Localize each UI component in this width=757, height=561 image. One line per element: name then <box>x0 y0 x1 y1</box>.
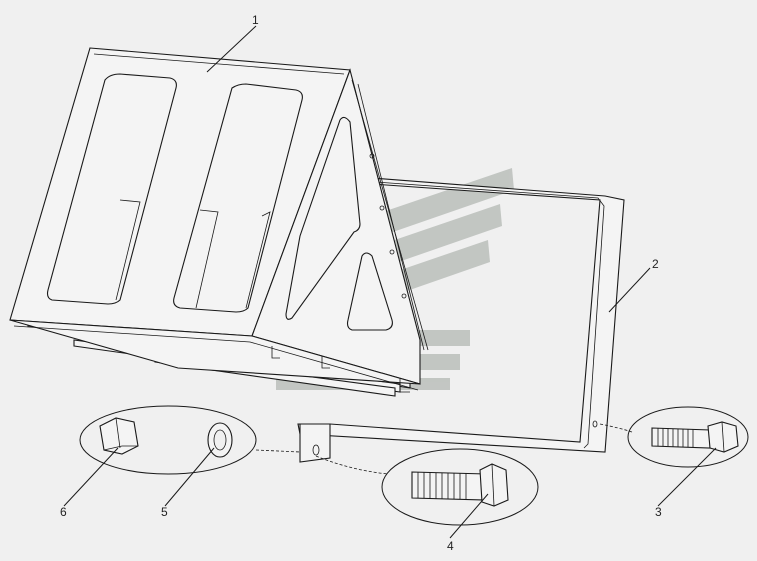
callout-2: 2 <box>652 257 659 271</box>
part-4-bolt-inset <box>315 448 539 526</box>
part-3-bolt-inset <box>599 406 749 468</box>
callout-6: 6 <box>60 505 67 519</box>
callout-5: 5 <box>161 505 168 519</box>
part-1-frame <box>9 47 429 397</box>
part-2-base-plate <box>297 177 625 463</box>
callout-3: 3 <box>655 505 662 519</box>
part-5-6-inset <box>79 405 301 475</box>
leader-lines <box>63 25 717 539</box>
callout-1: 1 <box>252 13 259 27</box>
callout-4: 4 <box>447 539 454 553</box>
